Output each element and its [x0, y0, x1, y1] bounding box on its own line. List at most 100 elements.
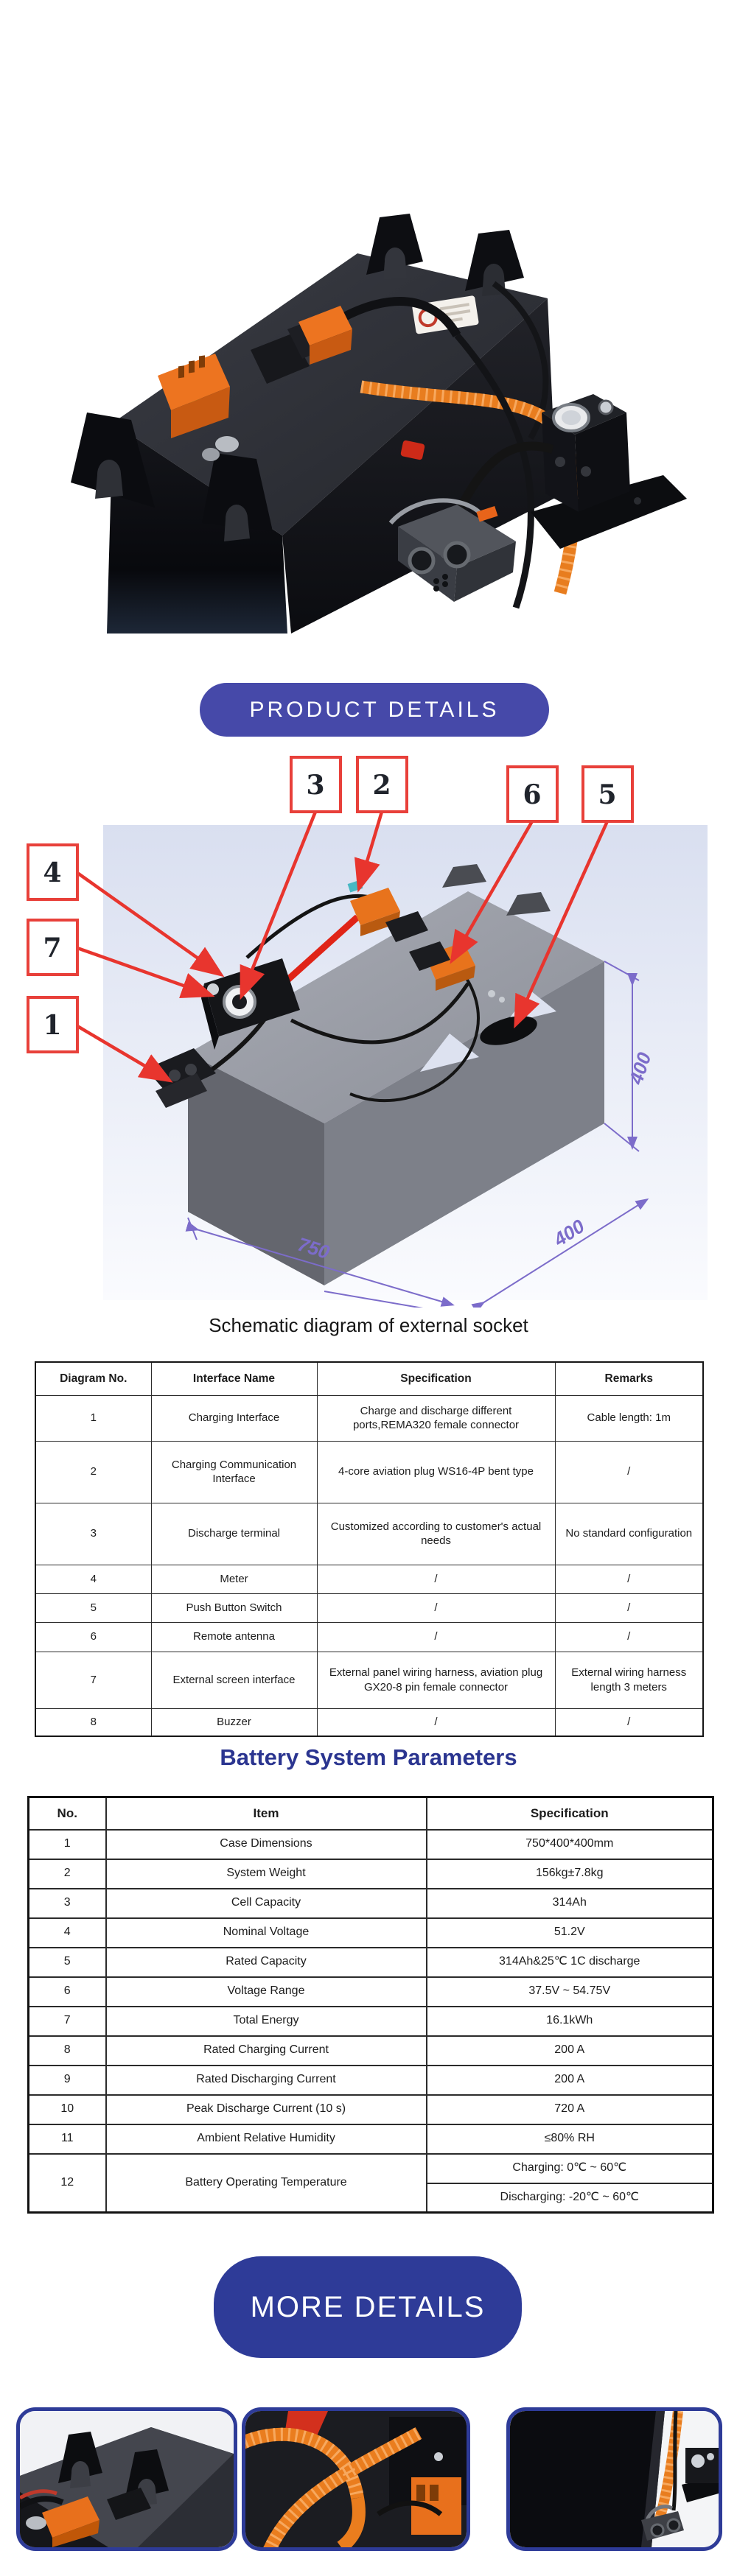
- table-row: 1 Case Dimensions 750*400*400mm: [27, 1828, 714, 1860]
- cell-remarks: /: [554, 1708, 704, 1737]
- table-row: 3 Discharge terminal Customized accordin…: [35, 1502, 704, 1565]
- callout-3: 3: [306, 770, 324, 801]
- product-details-banner: PRODUCT DETAILS: [200, 683, 549, 737]
- battery-photo-illustration: [71, 214, 687, 634]
- cell-no: 2: [27, 1858, 107, 1889]
- cell-spec: Charge and discharge different ports,REM…: [316, 1394, 556, 1442]
- callout-6: 6: [523, 779, 541, 810]
- cell-no: 11: [27, 2123, 107, 2155]
- cell-name: External screen interface: [150, 1651, 318, 1709]
- product-details-banner-label: PRODUCT DETAILS: [249, 697, 500, 722]
- cell-name: Discharge terminal: [150, 1502, 318, 1565]
- cell-name: Charging Communication Interface: [150, 1440, 318, 1503]
- cell-name: Meter: [150, 1564, 318, 1594]
- column-header: Specification: [425, 1796, 714, 1831]
- callout-boxes: 3 2 6 5 4 7 1: [27, 756, 634, 1053]
- cell-spec: /: [316, 1708, 556, 1737]
- column-header: Specification: [316, 1361, 556, 1396]
- cell-no: 3: [27, 1887, 107, 1919]
- cell-no: 7: [35, 1651, 152, 1709]
- callout-5: 5: [598, 779, 616, 810]
- cell-no: 9: [27, 2064, 107, 2096]
- cell-item: Voltage Range: [105, 1976, 427, 2007]
- orange-connector-icon: [158, 306, 352, 438]
- params-table: No. Item Specification 1 Case Dimensions…: [27, 1796, 714, 2214]
- cell-name: Buzzer: [150, 1708, 318, 1737]
- cell-remarks: /: [554, 1440, 704, 1503]
- dimension-lines: [185, 961, 649, 1308]
- table-row: 4 Nominal Voltage 51.2V: [27, 1917, 714, 1948]
- table-row: 8 Buzzer / /: [35, 1708, 704, 1737]
- cell-spec: 4-core aviation plug WS16-4P bent type: [316, 1440, 556, 1503]
- column-header: Diagram No.: [35, 1361, 152, 1396]
- cell-remarks: /: [554, 1621, 704, 1652]
- table-header-row: Diagram No. Interface Name Specification…: [35, 1361, 704, 1396]
- cell-item: Rated Discharging Current: [105, 2064, 427, 2096]
- cell-spec-discharging: Discharging: -20℃ ~ 60℃: [425, 2182, 714, 2214]
- table-row: 2 Charging Communication Interface 4-cor…: [35, 1440, 704, 1503]
- battery-meter: [531, 394, 687, 549]
- table-row: 7 External screen interface External pan…: [35, 1651, 704, 1709]
- table-row: 2 System Weight 156kg±7.8kg: [27, 1858, 714, 1889]
- diagram-caption: Schematic diagram of external socket: [209, 1314, 528, 1336]
- column-header: No.: [27, 1796, 107, 1831]
- cell-spec: 314Ah: [425, 1887, 714, 1919]
- column-header: Interface Name: [150, 1361, 318, 1396]
- more-details-banner-label: MORE DETAILS: [250, 2290, 486, 2323]
- cell-spec: 16.1kWh: [425, 2005, 714, 2037]
- front-bracket-icon: [71, 413, 273, 541]
- notch: [420, 1033, 479, 1072]
- cell-no: 5: [27, 1946, 107, 1978]
- table-row: 11 Ambient Relative Humidity ≤80% RH: [27, 2123, 714, 2155]
- cell-name: Remote antenna: [150, 1621, 318, 1652]
- table-header-row: No. Item Specification: [27, 1796, 714, 1831]
- table-row: 12 Battery Operating Temperature Chargin…: [27, 2152, 714, 2214]
- cell-remarks: /: [554, 1593, 704, 1623]
- schematic-diagram: 3 2 6 5 4 7 1: [11, 740, 726, 1308]
- socket-table: Diagram No. Interface Name Specification…: [35, 1361, 704, 1737]
- cell-spec-charging: Charging: 0℃ ~ 60℃: [425, 2152, 714, 2184]
- cell-no: 7: [27, 2005, 107, 2037]
- cell-no: 5: [35, 1593, 152, 1623]
- table-row: 6 Remote antenna / /: [35, 1621, 704, 1652]
- main-product-photo: [44, 41, 693, 634]
- table-row: 10 Peak Discharge Current (10 s) 720 A: [27, 2094, 714, 2125]
- cell-no: 4: [35, 1564, 152, 1594]
- cell-item: System Weight: [105, 1858, 427, 1889]
- detail-photo-2: [242, 2407, 470, 2551]
- cell-spec: External panel wiring harness, aviation …: [316, 1651, 556, 1709]
- cell-spec: 720 A: [425, 2094, 714, 2125]
- cell-item: Nominal Voltage: [105, 1917, 427, 1948]
- callout-2: 2: [372, 770, 391, 801]
- plug-icon: [641, 2505, 684, 2541]
- cell-spec: /: [316, 1621, 556, 1652]
- cell-item: Rated Charging Current: [105, 2035, 427, 2066]
- column-header: Remarks: [554, 1361, 704, 1396]
- cell-item: Rated Capacity: [105, 1946, 427, 1978]
- callout-4: 4: [43, 857, 61, 888]
- table-row: 8 Rated Charging Current 200 A: [27, 2035, 714, 2066]
- cell-item: Battery Operating Temperature: [105, 2152, 427, 2214]
- cell-name: Charging Interface: [150, 1394, 318, 1442]
- more-details-banner: MORE DETAILS: [214, 2256, 522, 2358]
- cell-spec: 200 A: [425, 2035, 714, 2066]
- table-row: 4 Meter / /: [35, 1564, 704, 1594]
- cell-remarks: /: [554, 1564, 704, 1594]
- cell-no: 8: [27, 2035, 107, 2066]
- callout-1: 1: [43, 1010, 61, 1041]
- cell-item: Total Energy: [105, 2005, 427, 2037]
- detail-photo-1: [16, 2407, 237, 2551]
- table-row: 9 Rated Discharging Current 200 A: [27, 2064, 714, 2096]
- table-row: Discharging: -20℃ ~ 60℃: [29, 2182, 714, 2214]
- cell-item: Cell Capacity: [105, 1887, 427, 1919]
- meter-icon: [682, 2448, 719, 2502]
- bracket-icon: [58, 2432, 169, 2506]
- table-row: 1 Charging Interface Charge and discharg…: [35, 1394, 704, 1442]
- cell-remarks: Cable length: 1m: [554, 1394, 704, 1442]
- params-title: Battery System Parameters: [220, 1744, 517, 1770]
- cell-spec: /: [316, 1564, 556, 1594]
- cell-spec: Customized according to customer's actua…: [316, 1502, 556, 1565]
- cell-item: Ambient Relative Humidity: [105, 2123, 427, 2155]
- cell-remarks: External wiring harness length 3 meters: [554, 1651, 704, 1709]
